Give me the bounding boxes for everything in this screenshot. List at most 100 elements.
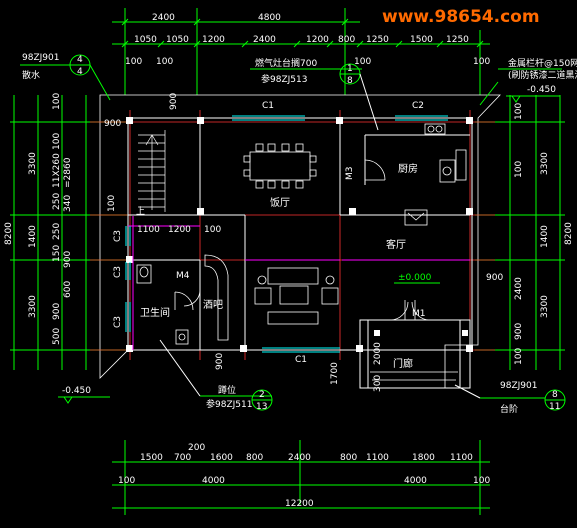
steps-code: 98ZJ901 [500,381,537,391]
seat-den: 13 [256,402,267,412]
apron-outline [99,94,501,389]
dim-top2-1250a: 1250 [366,35,389,45]
railing-line1: 金属栏杆@150网 [508,57,577,69]
callout-tl-den: 4 [77,67,83,77]
opening-m4: M4 [176,271,190,281]
dim-left-250a: 250 [52,193,62,210]
gas-line1: 燃气灶台搁700 [255,57,317,69]
bar-counter [204,254,229,341]
dim-inner-1200: 1200 [168,225,191,235]
callout-tl-code: 98ZJ901 [22,53,59,63]
right-dimension-chains: 8200 3300 1400 3300 100 900 100 2400 900… [475,95,574,370]
dim-inner-900-left: 900 [104,119,121,129]
seat-line2: 参98ZJ511 [206,398,252,410]
dim-inner-100: 100 [204,225,221,235]
dim-left-8200: 8200 [4,222,14,245]
dim-top2-1200b: 1200 [306,35,329,45]
dim-left-2860: =2860 [63,157,73,188]
dim-porch-300: 300 [373,375,383,392]
dim-bottom-2400: 2400 [288,453,311,463]
dim-top-100c: 100 [354,57,371,67]
dim-inner-900-top: 900 [169,93,179,110]
callout-steps: 98ZJ901 台阶 8 11 [454,381,566,415]
dim-bottom-700: 700 [174,453,191,463]
dim-left-900b: 900 [52,303,62,320]
seat-num: 2 [259,390,265,400]
dim-left-1400: 1400 [28,225,38,248]
dim-inner-1100: 1100 [137,225,160,235]
axis-lines [90,110,495,360]
dim-bottom-800b: 800 [340,453,357,463]
dim-left-340: 340 [63,195,73,212]
dim-left-900a: 900 [63,251,73,268]
dim-bottom-1600: 1600 [210,453,233,463]
walls [127,117,473,389]
level-bl-text: -0.450 [62,386,91,396]
railing-line2: (刷防锈漆二道黑漆) [508,69,577,81]
dim-bottom-200: 200 [188,443,205,453]
dim-left-3300b: 3300 [28,295,38,318]
dim-left-3300a: 3300 [28,152,38,175]
room-porch: 门廊 [393,357,413,370]
dim-porch-1700: 1700 [330,362,340,385]
dim-top2-1200a: 1200 [202,35,225,45]
steps-text: 台阶 [500,403,518,415]
dim-top-100a: 100 [125,57,142,67]
seat-line1: 蹲位 [218,384,236,396]
dim-bottom-800a: 800 [246,453,263,463]
porch-steps [370,371,458,381]
callout-tl-num: 4 [77,55,83,65]
dim-left-500: 500 [52,328,62,345]
opening-c1-bottom: C1 [295,355,307,365]
dim-bottom-1100b: 1100 [450,453,473,463]
dining-table [243,143,317,189]
dim-porch-2000: 2000 [373,342,383,365]
dim-top2-2400: 2400 [253,35,276,45]
dim-bottom-900: 900 [215,353,225,370]
callout-top-left: 98ZJ901 散水 4 4 [20,53,111,101]
room-bar: 酒吧 [203,299,223,311]
dim-right-900b: 900 [514,323,524,340]
level-center: ±0.000 [394,273,440,284]
gas-den: 8 [347,76,353,86]
level-bottom-left: -0.450 [58,386,110,404]
dim-right-3300b: 3300 [540,295,550,318]
partition-hatch [128,216,470,350]
callout-railing: 金属栏杆@150网 (刷防锈漆二道黑漆) [479,57,577,106]
dim-right-100c: 100 [514,348,524,365]
dim-top2-1500: 1500 [410,35,433,45]
dim-left-100b: 100 [52,133,62,150]
callout-seat: 蹲位 参98ZJ511 2 13 [159,339,273,412]
level-tr-text: -0.450 [527,85,556,95]
dim-right-2400: 2400 [514,277,524,300]
dim-bottom-12200: 12200 [285,499,314,509]
dim-top2-1050b: 1050 [166,35,189,45]
dim-bottom-4000b: 4000 [404,476,427,486]
dim-top-100d: 100 [473,57,490,67]
dim-top-100b: 100 [156,57,173,67]
gas-line2: 参98ZJ513 [261,73,307,85]
dim-bottom-1500: 1500 [140,453,163,463]
dim-left-150: 150 [52,245,62,262]
dim-right-100b: 100 [514,161,524,178]
room-living: 客厅 [386,238,406,251]
bathroom-fixtures [136,264,194,345]
bottom-dimension-chains: 200 1500 700 1600 800 2400 800 1100 1800… [112,440,490,515]
dim-right-3300a: 3300 [540,152,550,175]
level-center-text: ±0.000 [398,273,432,283]
dim-left-11x260: 11X260 [52,153,62,188]
room-kitchen: 厨房 [398,162,418,175]
level-top-right: -0.450 [506,85,560,103]
dim-left-100a: 100 [52,93,62,110]
dim-bottom-1800: 1800 [412,453,435,463]
dim-top2-800: 800 [338,35,355,45]
dim-bottom-100b: 100 [473,476,490,486]
dim-top1-2400: 2400 [152,13,175,23]
dim-right-900a: 900 [486,273,503,283]
room-dining: 饭厅 [270,197,290,209]
steps-den: 11 [549,402,560,412]
opening-c2-top: C2 [412,101,424,111]
opening-m3: M3 [345,167,355,181]
callout-gas: 燃气灶台搁700 参98ZJ513 1 8 [250,57,379,131]
